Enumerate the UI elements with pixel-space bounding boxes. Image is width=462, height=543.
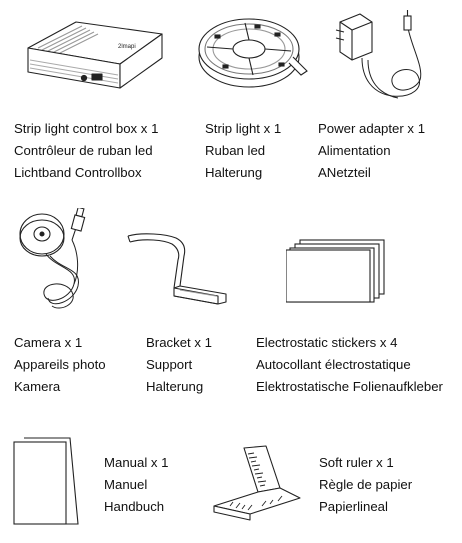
item-title: Bracket x 1: [146, 335, 212, 350]
item-german: Halterung: [146, 379, 204, 394]
item-french: Support: [146, 357, 193, 372]
item-title: Power adapter x 1: [318, 121, 426, 136]
item-title: Electrostatic stickers x 4: [256, 335, 398, 350]
manual-label: Manual x 1 Manuel Handbuch: [104, 452, 169, 518]
item-german: Elektrostatische Folienaufkleber: [256, 379, 443, 394]
item-title: Camera x 1: [14, 335, 83, 350]
strip-light-label: Strip light x 1 Ruban led Halterung: [205, 118, 281, 184]
control-box-label: Strip light control box x 1 Contrôleur d…: [14, 118, 158, 184]
soft-ruler-label: Soft ruler x 1 Règle de papier Papierlin…: [319, 452, 412, 518]
item-french: Appareils photo: [14, 357, 106, 372]
stickers-icon: [286, 239, 385, 303]
camera-label: Camera x 1 Appareils photo Kamera: [14, 332, 106, 398]
item-german: Kamera: [14, 379, 61, 394]
item-title: Manual x 1: [104, 455, 169, 470]
camera-icon: [19, 208, 86, 309]
item-french: Autocollant électrostatique: [256, 357, 411, 372]
item-french: Manuel: [104, 477, 148, 492]
item-german: Papierlineal: [319, 499, 388, 514]
bracket-label: Bracket x 1 Support Halterung: [146, 332, 212, 398]
power-adapter-icon: [335, 10, 422, 99]
bracket-icon: [127, 233, 227, 305]
manual-icon: [13, 437, 79, 525]
svg-text:2lmapi: 2lmapi: [118, 44, 136, 50]
item-title: Soft ruler x 1: [319, 455, 394, 470]
power-adapter-label: Power adapter x 1 Alimentation ANetzteil: [318, 118, 425, 184]
item-french: Alimentation: [318, 143, 391, 158]
item-french: Ruban led: [205, 143, 266, 158]
control-box-icon: 2lmapi: [27, 21, 163, 89]
item-french: Contrôleur de ruban led: [14, 143, 153, 158]
item-title: Strip light x 1: [205, 121, 282, 136]
item-german: ANetzteil: [318, 165, 371, 180]
item-french: Règle de papier: [319, 477, 413, 492]
item-title: Strip light control box x 1: [14, 121, 159, 136]
stickers-label: Electrostatic stickers x 4 Autocollant é…: [256, 332, 443, 398]
soft-ruler-icon: [213, 445, 301, 521]
item-german: Halterung: [205, 165, 263, 180]
item-german: Lichtband Controllbox: [14, 165, 142, 180]
strip-light-reel-icon: [198, 18, 308, 88]
item-german: Handbuch: [104, 499, 165, 514]
